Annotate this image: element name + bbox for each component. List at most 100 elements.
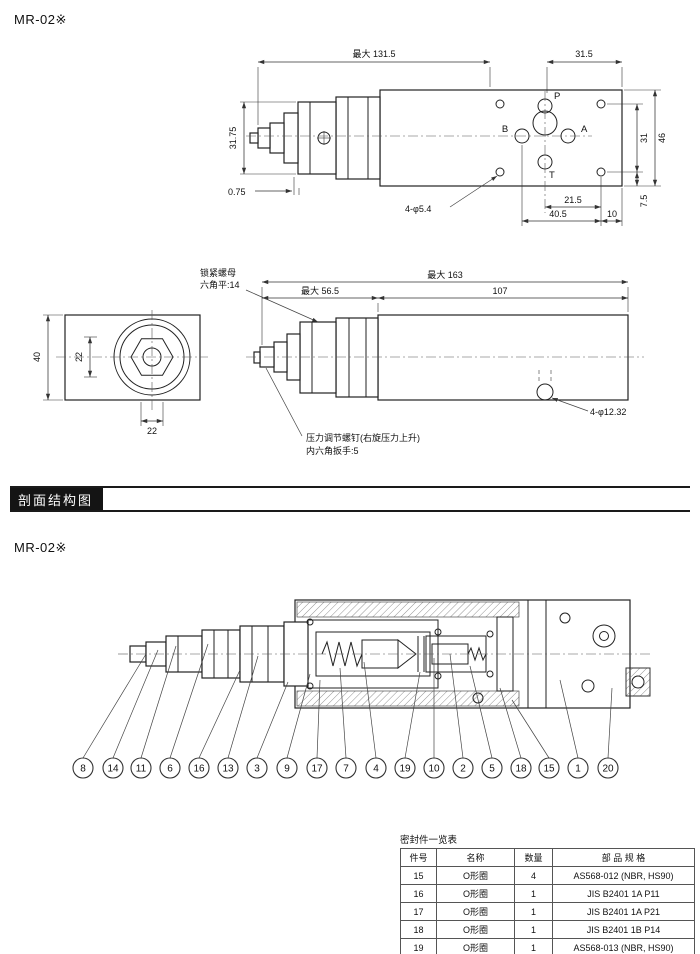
- cell-spec: AS568-012 (NBR, HS90): [552, 866, 695, 885]
- balloon-8: 8: [72, 757, 94, 779]
- annotations-side-view: 锁紧螺母 六角平:14 压力调节螺钉(右旋压力上升) 内六角扳手:5: [200, 267, 420, 456]
- dim-56-5: 最大 56.5: [301, 285, 339, 296]
- cell-part-no: 19: [400, 938, 437, 954]
- through-holes-callout: 4-φ12.32: [590, 407, 626, 417]
- cell-qty: 1: [514, 938, 553, 954]
- note-adjust-line2: 内六角扳手:5: [306, 445, 359, 456]
- port-label-b: B: [502, 124, 508, 135]
- cell-spec: JIS B2401 1A P11: [552, 884, 695, 903]
- dim-31-5: 31.5: [575, 49, 593, 59]
- part-balloons: 8 14 11 6 16 13 3 9 17 7 4 19 10 2 5 18 …: [72, 757, 619, 779]
- seal-table-title: 密封件一览表: [400, 835, 458, 846]
- balloon-1: 1: [567, 757, 589, 779]
- svg-text:11: 11: [136, 764, 147, 775]
- port-label-a: A: [581, 124, 588, 135]
- dim-46: 46: [657, 133, 667, 143]
- centerlines-top-view: [246, 91, 592, 213]
- balloon-3: 3: [246, 757, 268, 779]
- front-face-view: 40 22 22: [32, 310, 208, 436]
- cell-name: O形圈: [436, 866, 515, 885]
- col-header-qty: 数量: [514, 848, 553, 867]
- dimension-drawing-side: 40 22 22: [32, 267, 644, 456]
- note-locknut-line2: 六角平:14: [200, 279, 240, 290]
- svg-text:18: 18: [515, 764, 527, 775]
- balloon-10: 10: [423, 757, 445, 779]
- seal-table-header-row: 件号 名称 数量 部 品 规 格: [400, 848, 695, 867]
- dim-21-5: 21.5: [564, 195, 582, 205]
- balloon-17: 17: [306, 757, 328, 779]
- dimension-drawing-top: P B A T 最大 131.5 31.5 31.75 0.75: [228, 48, 667, 226]
- cross-section-drawing: 8 14 11 6 16 13 3 9 17 7 4 19 10 2 5 18 …: [72, 599, 652, 779]
- dim-22-horizontal: 22: [147, 426, 157, 436]
- mounting-holes-callout: 4-φ5.4: [405, 204, 431, 214]
- dim-163: 最大 163: [427, 269, 463, 280]
- cell-part-no: 16: [400, 884, 437, 903]
- balloon-7: 7: [335, 757, 357, 779]
- section-header-title: 剖面结构图: [10, 488, 103, 510]
- section-valve-assembly: [118, 599, 652, 709]
- col-header-name: 名称: [436, 848, 515, 867]
- model-label-top: MR-02※: [14, 12, 67, 27]
- seal-parts-table: 密封件一览表 件号 名称 数量 部 品 规 格 15 O形圈 4 AS568-0…: [400, 832, 695, 954]
- dim-10: 10: [607, 209, 617, 219]
- note-adjust-line1: 压力调节螺钉(右旋压力上升): [306, 432, 420, 443]
- top-view-valve-body: [249, 89, 623, 187]
- section-header-bar: 剖面结构图: [10, 486, 690, 512]
- svg-text:5: 5: [489, 764, 495, 775]
- table-row: 15 O形圈 4 AS568-012 (NBR, HS90): [400, 866, 695, 885]
- svg-text:14: 14: [107, 764, 119, 775]
- svg-text:6: 6: [167, 764, 173, 775]
- cell-spec: JIS B2401 1B P14: [552, 920, 695, 939]
- balloon-4: 4: [365, 757, 387, 779]
- dimensions-side-view: 最大 163 最大 56.5 107 4-φ12.32: [261, 269, 629, 417]
- cell-qty: 1: [514, 884, 553, 903]
- cell-qty: 1: [514, 920, 553, 939]
- svg-text:3: 3: [254, 764, 260, 775]
- svg-text:7: 7: [343, 764, 349, 775]
- svg-text:15: 15: [543, 764, 555, 775]
- balloon-15: 15: [538, 757, 560, 779]
- table-row: 16 O形圈 1 JIS B2401 1A P11: [400, 884, 695, 903]
- svg-text:19: 19: [399, 764, 411, 775]
- cell-part-no: 18: [400, 920, 437, 939]
- dim-31-75: 31.75: [228, 127, 238, 150]
- svg-text:13: 13: [222, 764, 234, 775]
- balloon-16: 16: [188, 757, 210, 779]
- balloon-13: 13: [217, 757, 239, 779]
- table-row: 17 O形圈 1 JIS B2401 1A P21: [400, 902, 695, 921]
- cell-name: O形圈: [436, 902, 515, 921]
- balloon-11: 11: [130, 757, 152, 779]
- balloon-14: 14: [102, 757, 124, 779]
- dim-31: 31: [639, 133, 649, 143]
- balloon-19: 19: [394, 757, 416, 779]
- svg-text:4: 4: [373, 764, 379, 775]
- model-label-section: MR-02※: [14, 540, 67, 555]
- port-label-t: T: [549, 170, 555, 181]
- cell-qty: 1: [514, 902, 553, 921]
- balloon-2: 2: [452, 757, 474, 779]
- dim-40-5: 40.5: [549, 209, 567, 219]
- dim-22-vertical: 22: [74, 352, 84, 362]
- balloon-leaders: [82, 643, 613, 759]
- col-header-part-no: 件号: [400, 848, 437, 867]
- cell-part-no: 15: [400, 866, 437, 885]
- port-label-p: P: [554, 91, 560, 102]
- col-header-spec: 部 品 规 格: [552, 848, 695, 867]
- cell-name: O形圈: [436, 884, 515, 903]
- side-elevation-view: [246, 314, 644, 401]
- note-locknut-line1: 锁紧螺母: [200, 267, 236, 278]
- table-row: 18 O形圈 1 JIS B2401 1B P14: [400, 920, 695, 939]
- svg-text:1: 1: [575, 764, 581, 775]
- svg-text:10: 10: [428, 764, 440, 775]
- balloon-20: 20: [597, 757, 619, 779]
- cell-spec: AS568-013 (NBR, HS90): [552, 938, 695, 954]
- dim-40: 40: [32, 352, 42, 362]
- balloon-18: 18: [510, 757, 532, 779]
- dim-107: 107: [492, 286, 507, 296]
- dimensions-top-view: 最大 131.5 31.5 31.75 0.75 31 46: [228, 48, 667, 226]
- table-row: 19 O形圈 1 AS568-013 (NBR, HS90): [400, 938, 695, 954]
- dim-7-5: 7.5: [639, 195, 649, 208]
- svg-text:17: 17: [311, 764, 323, 775]
- cell-part-no: 17: [400, 902, 437, 921]
- dim-0-75: 0.75: [228, 187, 246, 197]
